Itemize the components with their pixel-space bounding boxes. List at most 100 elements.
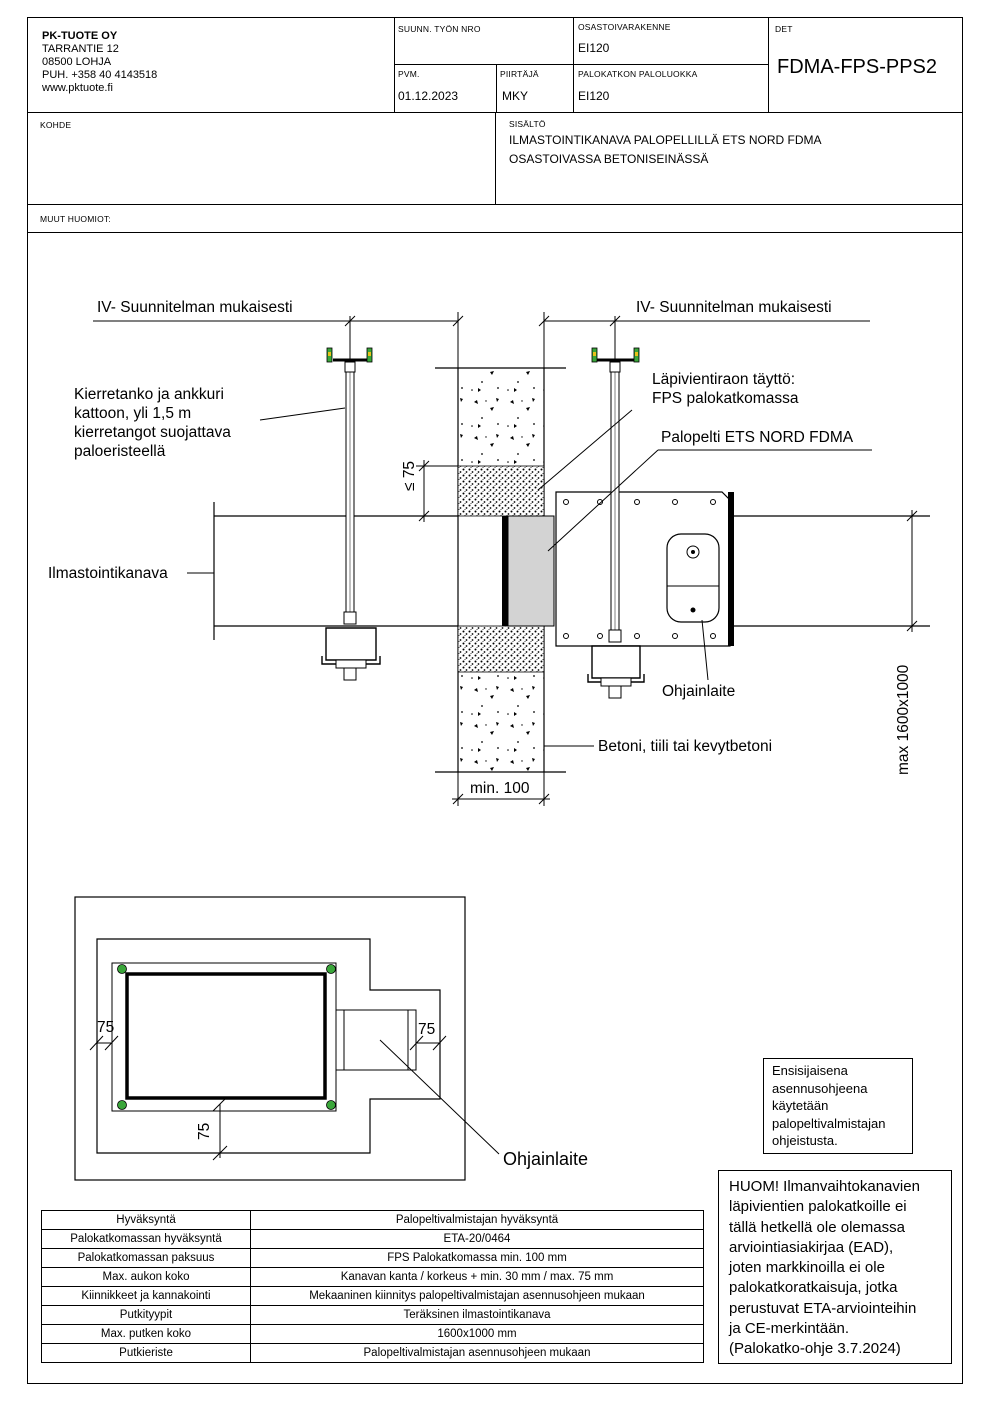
note-line: Ensisijaisena: [772, 1063, 848, 1078]
threaded-rod-note: Kierretanko ja ankkuri kattoon, yli 1,5 …: [74, 385, 231, 461]
compartment-value: EI120: [578, 41, 610, 55]
note-line: (Palokatko-ohje 3.7.2024): [729, 1340, 901, 1358]
date-label: PVM.: [398, 69, 420, 79]
warning-note: HUOM! Ilmanvaihtokanavien läpivientien p…: [718, 1170, 952, 1364]
company-name: PK-TUOTE OY: [42, 30, 118, 42]
note-line: palokatkoratkaisuja, jotka: [729, 1279, 898, 1297]
other-notes-label: MUUT HUOMIOT:: [40, 214, 111, 224]
spec-label: Kiinnikkeet ja kannakointi: [41, 1286, 251, 1306]
drawer-label: PIIRTÄJÄ: [500, 69, 539, 79]
spec-value: Mekaaninen kiinnitys palopeltivalmistaja…: [250, 1286, 704, 1306]
note-line: läpivientien palokatkoille ei: [729, 1198, 907, 1216]
spec-label: Hyväksyntä: [41, 1210, 251, 1230]
spec-value: FPS Palokatkomassa min. 100 mm: [250, 1248, 704, 1268]
plan-anchor-icons: [117, 964, 336, 1110]
note-line: joten markkinoilla ei ole: [729, 1259, 885, 1277]
damper-label: Palopelti ETS NORD FDMA: [661, 429, 854, 446]
det-value: FDMA-FPS-PPS2: [777, 56, 938, 78]
spec-label: Palokatkomassan paksuus: [41, 1248, 251, 1268]
damper-flange: [502, 516, 508, 626]
spec-label: Putkieriste: [41, 1343, 251, 1363]
company-web: www.pktuote.fi: [42, 82, 113, 94]
spec-value: Kanavan kanta / korkeus + min. 30 mm / m…: [250, 1267, 704, 1287]
spec-value: 1600x1000 mm: [250, 1324, 704, 1344]
fire-class-label: PALOKATKON PALOLUOKKA: [578, 69, 698, 79]
grid-line: [394, 64, 768, 65]
spec-value: Palopeltivalmistajan asennusohjeen mukaa…: [250, 1343, 704, 1363]
threaded-rod-line: Kierretanko ja ankkuri: [74, 386, 224, 403]
spec-value: Teräksinen ilmastointikanava: [250, 1305, 704, 1325]
damper-sleeve: [507, 515, 555, 627]
target-label: KOHDE: [40, 120, 72, 130]
content-label: SISÄLTÖ: [509, 119, 546, 129]
fill-note: Läpivientiraon täyttö: FPS palokatkomass…: [652, 370, 798, 408]
compartment-label: OSASTOIVARAKENNE: [578, 22, 671, 32]
grid-line: [768, 17, 769, 112]
spec-label: Palokatkomassan hyväksyntä: [41, 1229, 251, 1249]
note-line: perustuvat ETA-arviointeihin: [729, 1299, 917, 1317]
primary-instruction-note: Ensisijaisena asennusohjeena käytetään p…: [763, 1058, 913, 1154]
wall-label: Betoni, tiili tai kevytbetoni: [598, 738, 773, 755]
company-phone: PUH. +358 40 4143518: [42, 69, 158, 81]
company-postal: 08500 LOHJA: [42, 56, 112, 68]
plan-dim-right: 75: [418, 1021, 436, 1038]
spec-label: Max. putken koko: [41, 1324, 251, 1344]
plan-actuator-label: Ohjainlaite: [503, 1149, 589, 1169]
note-line: asennusohjeena: [772, 1080, 868, 1096]
company-info: PK-TUOTE OY TARRANTIE 12 08500 LOHJA PUH…: [42, 30, 157, 95]
note-line: ja CE-merkintään.: [729, 1320, 850, 1338]
fire-stop-mass: [457, 465, 545, 673]
drawer-value: MKY: [502, 89, 529, 103]
grid-line: [27, 232, 963, 233]
plan-dim-left: 75: [97, 1019, 115, 1036]
note-line: palopeltivalmistajan: [772, 1115, 886, 1131]
duct-label: Ilmastointikanava: [48, 565, 168, 582]
company-street: TARRANTIE 12: [42, 43, 119, 55]
det-label: DET: [775, 24, 793, 34]
grid-line: [27, 204, 963, 205]
note-line: HUOM! Ilmanvaihtokanavien: [729, 1178, 920, 1195]
note-line: arviointiasiakirjaa (EAD),: [729, 1238, 894, 1256]
dimension-gap: [416, 460, 458, 522]
plan-dim-bottom: 75: [196, 1122, 213, 1140]
note-line: käytetään: [772, 1098, 829, 1113]
threaded-rod-right: [587, 347, 645, 699]
dimension-wall: [452, 772, 550, 806]
spec-label: Putkityypit: [41, 1305, 251, 1325]
min-thickness-dimension: min. 100: [470, 780, 530, 797]
concrete-wall: [435, 367, 566, 773]
date-value: 01.12.2023: [398, 89, 459, 103]
plan-reference-left: IV- Suunnitelman mukaisesti: [97, 299, 293, 316]
drawing-frame: [27, 17, 963, 1384]
fill-note-line: FPS palokatkomassa: [652, 390, 799, 407]
threaded-rod-left: [321, 347, 381, 681]
grid-line: [495, 112, 496, 204]
leader-lines: [187, 407, 872, 747]
plan-reference-right: IV- Suunnitelman mukaisesti: [636, 299, 832, 316]
content-line-2: OSASTOIVASSA BETONISEINÄSSÄ: [509, 152, 709, 166]
spec-label: Max. aukon koko: [41, 1267, 251, 1287]
threaded-rod-line: paloeristeellä: [74, 443, 166, 460]
job-no-label: SUUNN. TYÖN NRO: [398, 24, 481, 34]
threaded-rod-line: kierretangot suojattava: [74, 424, 231, 441]
dimension-max: [906, 510, 918, 632]
content-line-1: ILMASTOINTIKANAVA PALOPELLILLÄ ETS NORD …: [509, 133, 822, 147]
fire-class-value: EI120: [578, 89, 610, 103]
note-line: ohjeistusta.: [772, 1133, 838, 1148]
dimension-top: [93, 312, 870, 368]
threaded-rod-line: kattoon, yli 1,5 m: [74, 405, 192, 422]
grid-line: [496, 64, 497, 112]
fill-note-line: Läpivientiraon täyttö:: [652, 371, 796, 388]
actuator-icon: [666, 533, 720, 623]
actuator-label: Ohjainlaite: [662, 683, 736, 700]
spec-value: ETA-20/0464: [250, 1229, 704, 1249]
